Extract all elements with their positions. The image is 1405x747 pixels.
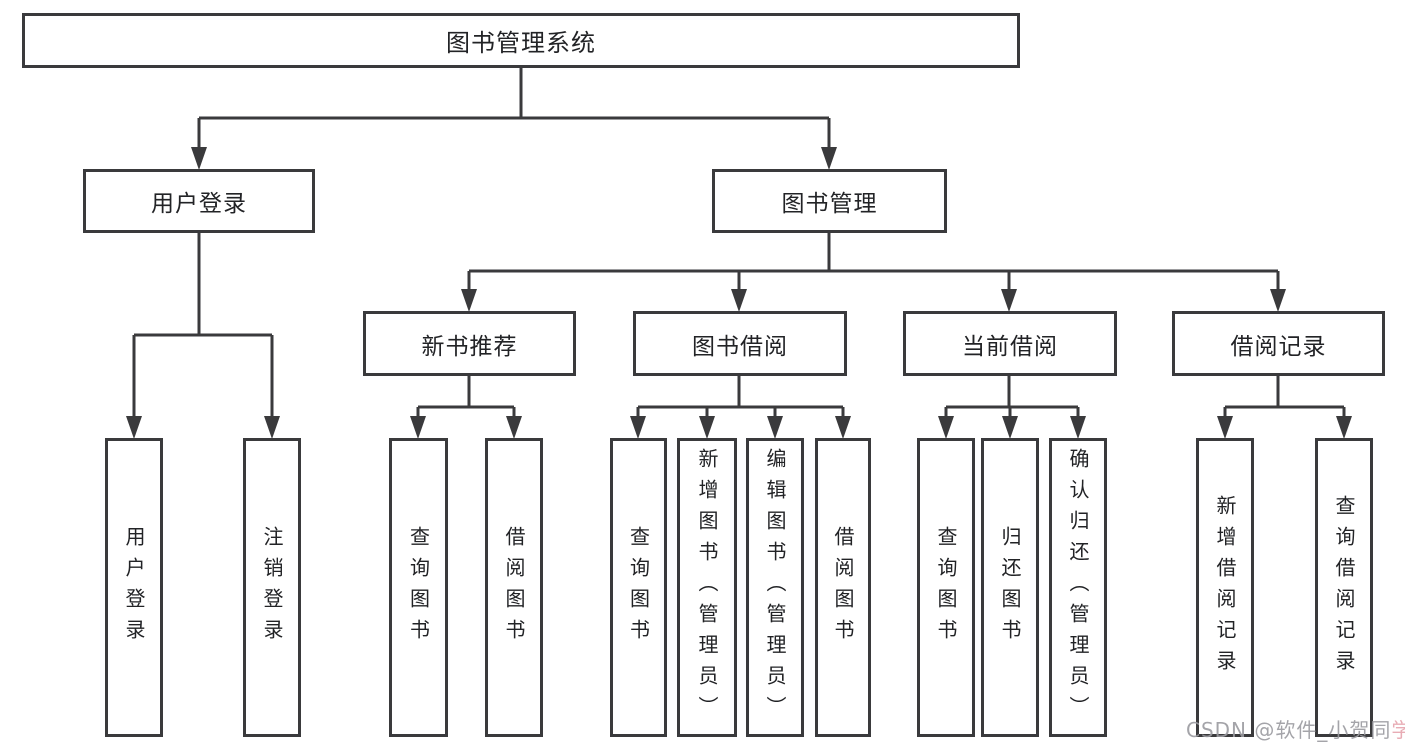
node-user-login: 用户登录 (83, 169, 315, 233)
node-borrow-books: 借阅图书 (815, 438, 871, 737)
node-query-books: 查询图书 (610, 438, 667, 737)
arrow-icon (410, 416, 426, 439)
node-label: 编辑图书（管理员） (763, 448, 787, 727)
connector-bookmgmt-to-level3 (467, 233, 1280, 292)
node-label: 图书管理系统 (446, 29, 596, 57)
node-return-books: 归还图书 (981, 438, 1039, 737)
arrow-icon (1270, 289, 1286, 312)
node-label: 查询图书 (406, 525, 431, 650)
watermark-text-accent: 学 (1391, 718, 1405, 742)
arrow-icon (191, 147, 207, 170)
node-user-login-action: 用户登录 (105, 438, 163, 737)
connector-currentborrow-to-children (944, 376, 1080, 418)
node-label: 查询图书 (626, 525, 651, 650)
connector-bookborrow-to-children (636, 376, 845, 418)
node-query-borrow-record: 查询借阅记录 (1315, 438, 1373, 737)
node-edit-books-admin: 编辑图书（管理员） (746, 438, 804, 737)
arrow-icon (1217, 416, 1233, 439)
node-confirm-return-admin: 确认归还（管理员） (1049, 438, 1107, 737)
node-label: 借阅图书 (502, 525, 526, 650)
node-query-books: 查询图书 (917, 438, 975, 737)
node-book-management: 图书管理 (712, 169, 947, 233)
node-current-borrowing: 当前借阅 (903, 311, 1117, 376)
arrow-icon (1336, 416, 1352, 439)
node-label: 图书借阅 (692, 333, 788, 360)
connector-root-to-level2 (197, 68, 831, 150)
connector-newbook-to-children (416, 376, 516, 418)
arrow-icon (506, 416, 522, 439)
node-label: 查询图书 (934, 525, 958, 650)
arrow-icon (767, 416, 783, 439)
node-label: 注销登录 (260, 525, 284, 650)
watermark-text: CSDN @软件_小贺同 (1186, 718, 1392, 742)
arrow-icon (1070, 416, 1086, 439)
arrow-icon (821, 147, 837, 170)
node-label: 新书推荐 (421, 333, 518, 360)
connector-userlogin-to-children (132, 233, 274, 418)
connector-borrowrecord-to-children (1223, 376, 1346, 418)
node-label: 用户登录 (151, 191, 247, 217)
node-add-books-admin: 新增图书（管理员） (677, 438, 737, 737)
arrow-icon (1002, 416, 1018, 439)
node-label: 借阅记录 (1230, 333, 1327, 360)
arrow-icon (699, 416, 715, 439)
node-label: 借阅图书 (831, 525, 855, 650)
node-add-borrow-record: 新增借阅记录 (1196, 438, 1254, 737)
arrow-icon (938, 416, 954, 439)
node-label: 归还图书 (998, 525, 1022, 650)
arrow-icon (835, 416, 851, 439)
node-label: 查询借阅记录 (1332, 494, 1356, 681)
arrow-icon (461, 289, 477, 312)
csdn-watermark: CSDN @软件_小贺同学 (1186, 714, 1405, 743)
node-book-borrowing: 图书借阅 (633, 311, 847, 376)
node-label: 新增借阅记录 (1213, 494, 1237, 681)
arrow-icon (630, 416, 646, 439)
node-borrowing-records: 借阅记录 (1172, 311, 1385, 376)
arrow-icon (126, 416, 142, 439)
node-query-books: 查询图书 (389, 438, 448, 737)
node-label: 确认归还（管理员） (1066, 448, 1090, 727)
node-library-management-system: 图书管理系统 (22, 13, 1020, 68)
node-label: 新增图书（管理员） (695, 448, 719, 727)
node-label: 用户登录 (122, 525, 146, 650)
node-logout: 注销登录 (243, 438, 301, 737)
arrowheads (126, 147, 1352, 439)
arrow-icon (264, 416, 280, 439)
arrow-icon (1001, 289, 1017, 312)
arrow-icon (731, 289, 747, 312)
node-label: 图书管理 (781, 191, 878, 217)
node-new-book-recommend: 新书推荐 (363, 311, 576, 376)
node-label: 当前借阅 (962, 333, 1058, 360)
node-borrow-books: 借阅图书 (485, 438, 543, 737)
